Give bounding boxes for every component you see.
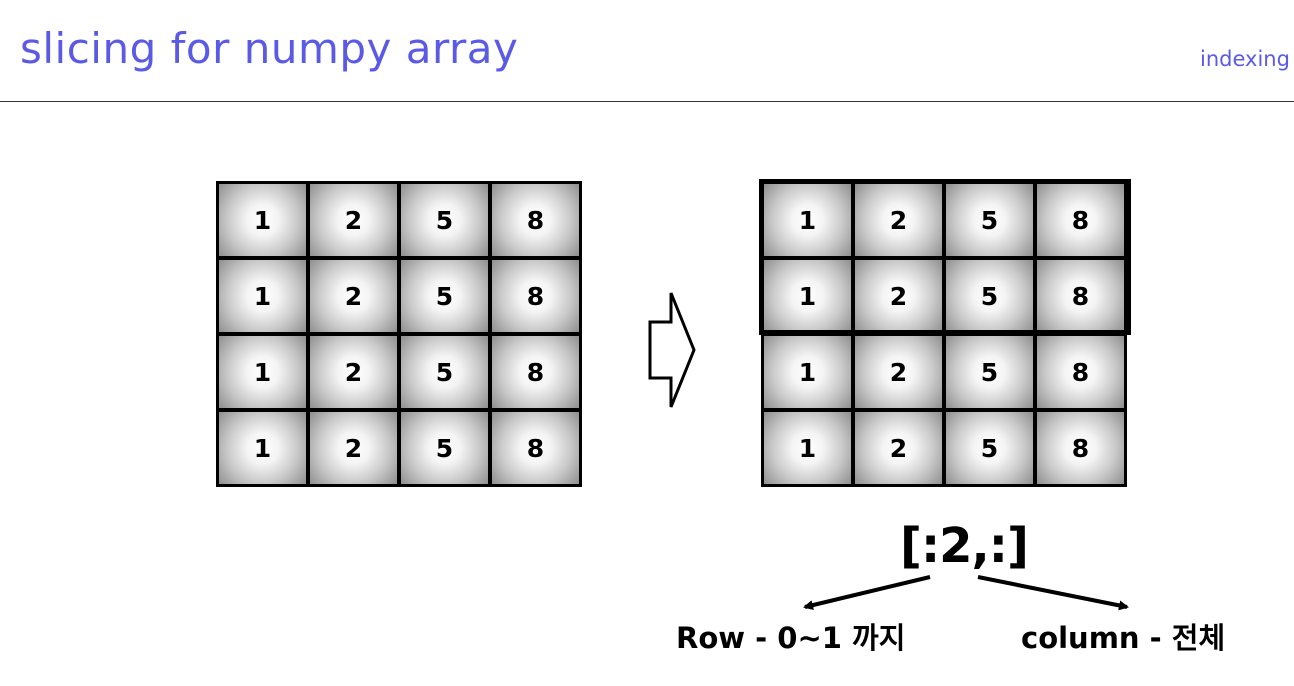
row-pointer-arrow [803,575,931,610]
result-array-cell: 5 [946,184,1033,256]
result-array-cell: 8 [1037,184,1124,256]
result-array-cell: 2 [855,260,942,332]
source-array-cell: 2 [310,336,397,408]
result-array-cell: 1 [764,336,851,408]
header-divider [0,101,1294,102]
page-title: slicing for numpy array [20,24,519,73]
source-array-cell: 8 [492,336,579,408]
source-array-cell: 1 [219,184,306,256]
source-array-cell: 2 [310,260,397,332]
section-tag: indexing & [1200,47,1294,71]
source-array-cell: 8 [492,260,579,332]
source-array-cell: 5 [401,412,488,484]
result-array-cell: 1 [764,260,851,332]
result-array-cell: 1 [764,184,851,256]
row-label: Row - 0~1 까지 [676,621,906,655]
result-array-cell: 5 [946,260,1033,332]
source-array-cell: 2 [310,412,397,484]
result-array-cell: 2 [855,412,942,484]
source-array-cell: 1 [219,336,306,408]
right-arrow-icon [648,292,696,408]
result-array-cell: 5 [946,412,1033,484]
result-array-cell: 1 [764,412,851,484]
column-pointer-arrow [977,575,1129,611]
source-array-cell: 8 [492,184,579,256]
result-array-cell: 2 [855,184,942,256]
column-label: column - 전체 [1021,621,1226,655]
slice-expression: [:2,:] [900,518,1029,574]
source-array-cell: 1 [219,412,306,484]
source-array-cell: 5 [401,184,488,256]
source-array-cell: 2 [310,184,397,256]
result-array-cell: 5 [946,336,1033,408]
result-array-cell: 8 [1037,412,1124,484]
source-array-cell: 5 [401,336,488,408]
result-array-cell: 2 [855,336,942,408]
result-array-cell: 8 [1037,260,1124,332]
source-array-cell: 1 [219,260,306,332]
result-array-cell: 8 [1037,336,1124,408]
source-array-cell: 5 [401,260,488,332]
source-array-cell: 8 [492,412,579,484]
